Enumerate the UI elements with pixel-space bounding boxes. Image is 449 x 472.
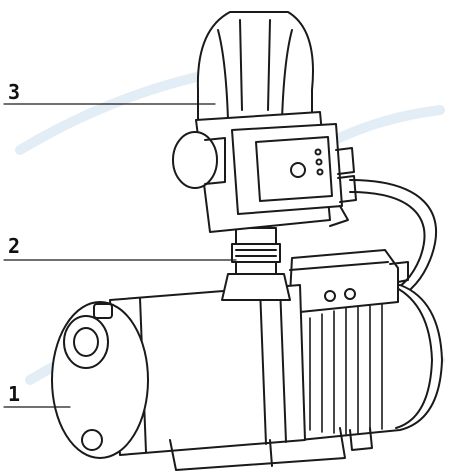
motor: [289, 249, 443, 451]
callout-2: 2: [8, 234, 21, 258]
pressure-controller: [172, 11, 357, 233]
callout-3: 3: [8, 80, 21, 104]
leader-lines: [3, 103, 237, 408]
callout-1: 1: [8, 382, 21, 406]
pump-body: [51, 284, 346, 471]
connector-fitting: [221, 227, 291, 301]
